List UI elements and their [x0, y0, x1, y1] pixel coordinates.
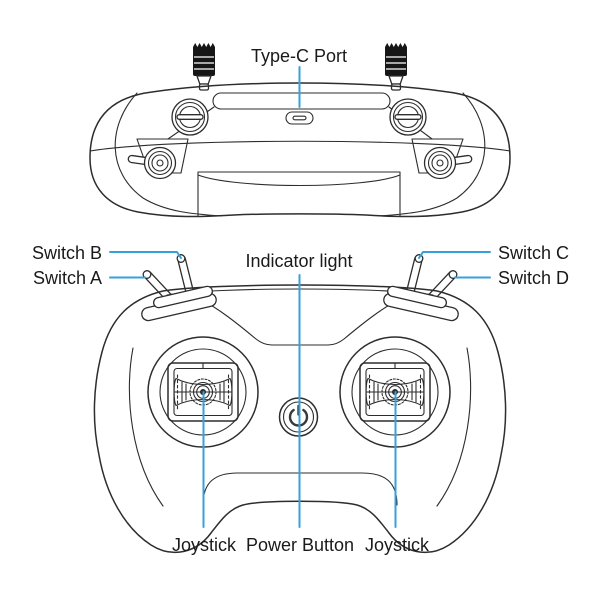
shoulder-switch-left — [127, 146, 177, 180]
shoulder-switch-right — [423, 146, 473, 180]
dial-left — [171, 98, 209, 136]
top-view-drawing — [89, 42, 511, 218]
indicator-light-label: Indicator light — [245, 251, 353, 271]
switch-mount-right — [383, 285, 459, 322]
power-button-label: Power Button — [245, 535, 355, 555]
front-view-body-outline — [93, 284, 507, 554]
antenna-right — [384, 42, 408, 91]
switch-c-label: Switch C — [498, 243, 570, 263]
switch-b-leader-line — [109, 251, 182, 259]
top-panel — [212, 92, 391, 110]
top-view-body-outline — [89, 82, 511, 218]
type-c-port-drawing — [285, 111, 314, 125]
switch-d-label: Switch D — [498, 268, 570, 288]
joystick-right-label: Joystick — [364, 535, 430, 555]
type-c-port-label: Type-C Port — [250, 46, 348, 66]
switch-a-label: Switch A — [32, 268, 102, 288]
switch-b-label: Switch B — [31, 243, 102, 263]
antenna-left — [192, 42, 216, 91]
switch-mount-left — [141, 285, 217, 322]
joystick-left-label: Joystick — [171, 535, 237, 555]
dial-right — [389, 98, 427, 136]
front-view-drawing — [93, 251, 507, 554]
switch-c-leader-line — [418, 251, 491, 259]
